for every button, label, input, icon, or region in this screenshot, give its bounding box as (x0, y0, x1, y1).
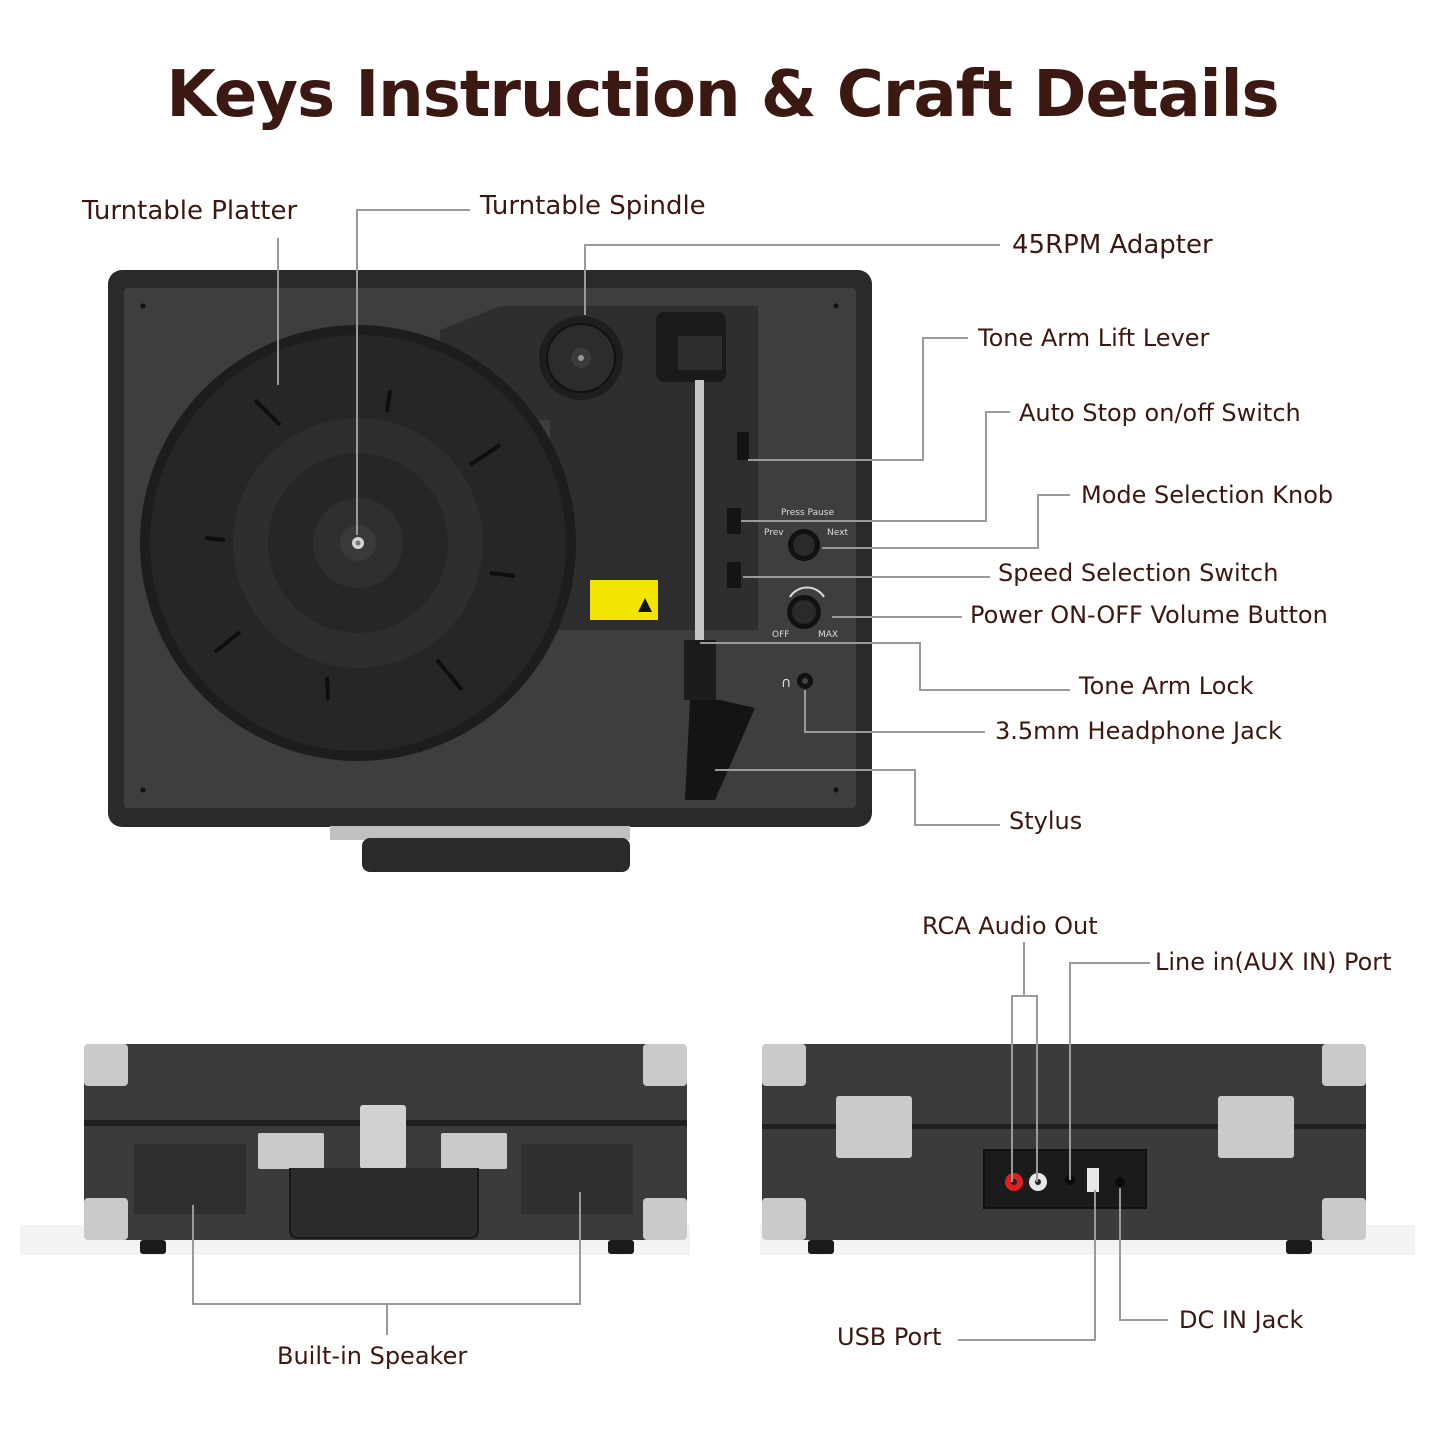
label-power-volume-button: Power ON-OFF Volume Button (970, 601, 1328, 629)
label-auto-stop-switch: Auto Stop on/off Switch (1019, 399, 1301, 427)
panel-text-off: OFF (772, 630, 790, 640)
label-tone-arm-lock: Tone Arm Lock (1079, 672, 1254, 700)
turntable-front-view (20, 1044, 690, 1255)
label-built-in-speaker: Built-in Speaker (277, 1342, 468, 1370)
label-turntable-spindle: Turntable Spindle (480, 191, 706, 221)
panel-text-max: MAX (818, 630, 839, 640)
tone-arm (656, 312, 755, 800)
label-dc-in-jack: DC IN Jack (1179, 1306, 1304, 1334)
label-45rpm-adapter: 45RPM Adapter (1012, 230, 1213, 260)
front-left-speaker (134, 1144, 246, 1214)
turntable-spindle (352, 537, 364, 549)
label-headphone-jack: 3.5mm Headphone Jack (995, 717, 1282, 745)
panel-text-prev: Prev (764, 528, 784, 538)
front-right-speaker (521, 1144, 633, 1214)
label-turntable-platter: Turntable Platter (82, 196, 298, 226)
svg-text:∩: ∩ (781, 675, 791, 691)
panel-text-press-pause: Press Pause (781, 508, 835, 518)
page-title: Keys Instruction & Craft Details (166, 58, 1279, 132)
label-speed-selection-switch: Speed Selection Switch (998, 559, 1279, 587)
label-rca-audio-out: RCA Audio Out (922, 912, 1098, 940)
label-usb-port: USB Port (837, 1323, 942, 1351)
panel-text-next: Next (827, 528, 848, 538)
label-mode-selection-knob: Mode Selection Knob (1081, 481, 1334, 509)
label-line-in-port: Line in(AUX IN) Port (1155, 948, 1392, 976)
leader-lines (192, 209, 1168, 1341)
turntable-top-view: ∩ (108, 270, 872, 872)
label-stylus: Stylus (1009, 807, 1083, 835)
adapter-45rpm (539, 316, 623, 400)
turntable-back-view (760, 1044, 1415, 1255)
label-tone-arm-lift-lever: Tone Arm Lift Lever (978, 324, 1210, 352)
